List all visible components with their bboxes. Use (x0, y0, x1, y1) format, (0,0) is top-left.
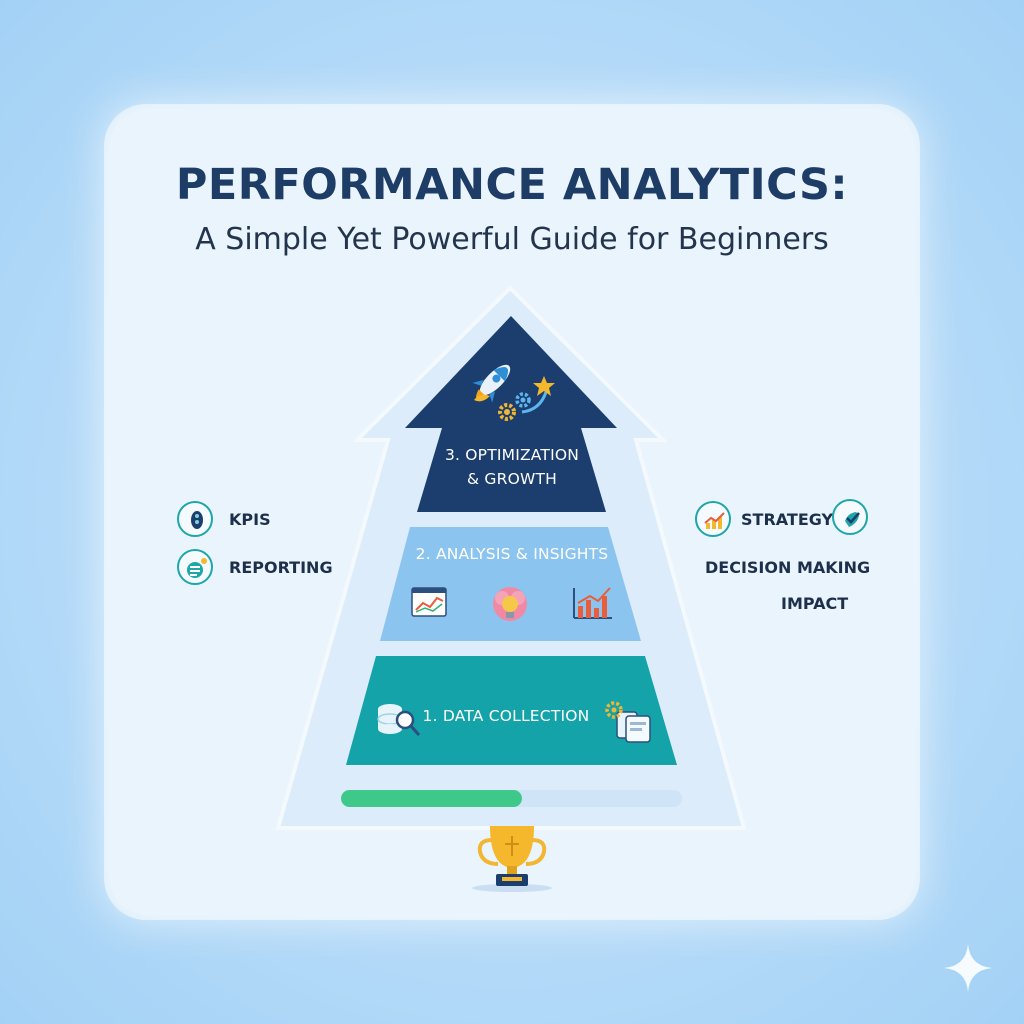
right-item-impact: IMPACT (781, 594, 849, 613)
left-item-kpis: KPIS (229, 510, 271, 529)
tier-3-label-line1: 3. OPTIMIZATION (444, 446, 580, 464)
sparkle-icon (944, 944, 992, 992)
tier-3-shape (405, 316, 617, 512)
device-gear-icon (605, 701, 651, 743)
database-search-icon (377, 704, 421, 736)
page-subtitle: A Simple Yet Powerful Guide for Beginner… (195, 222, 829, 257)
tier-2-label: 2. ANALYSIS & INSIGHTS (415, 545, 609, 563)
check-shield-icon (832, 499, 868, 535)
kpi-icon (177, 501, 213, 537)
tier-3-label-line2: & GROWTH (466, 470, 558, 488)
report-icon (177, 549, 213, 585)
trend-chart-icon (695, 501, 731, 537)
tier-1-shape (346, 656, 677, 765)
right-item-strategy: STRATEGY (741, 510, 834, 529)
trophy-icon (472, 826, 552, 892)
page-title: PERFORMANCE ANALYTICS: (175, 160, 849, 210)
line-chart-window-icon (411, 587, 447, 617)
flame-icon (474, 394, 490, 402)
gear-icon (498, 392, 531, 421)
tier-3-label: 3. OPTIMIZATION & GROWTH (412, 443, 612, 491)
bar-chart-icon (573, 587, 612, 619)
brain-lightbulb-icon (493, 587, 527, 621)
left-item-reporting: REPORTING (229, 558, 333, 577)
star-icon (533, 376, 555, 396)
tier-1-label: 1. DATA COLLECTION (422, 707, 590, 725)
right-item-decision-making: DECISION MAKING (705, 558, 871, 577)
progress-bar (341, 790, 682, 807)
progress-fill (341, 790, 522, 807)
swoosh-line (521, 391, 548, 414)
